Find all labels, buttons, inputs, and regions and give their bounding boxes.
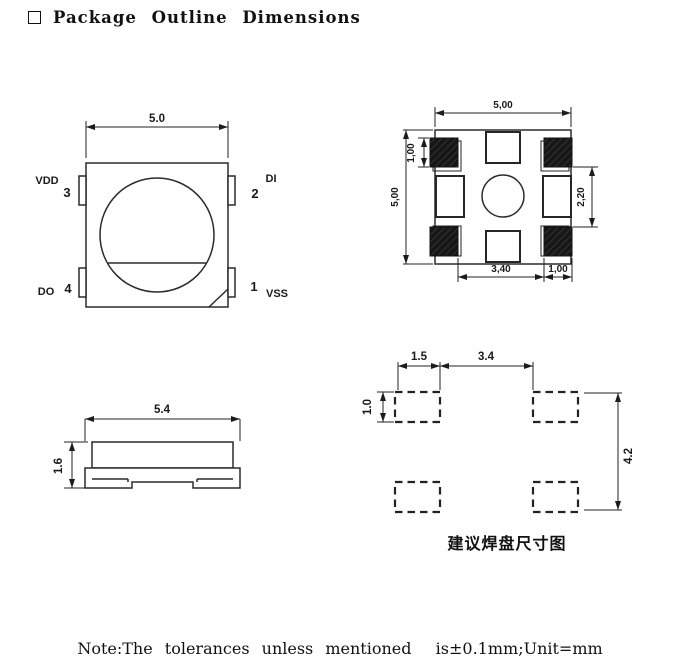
solder-pad-tr	[531, 390, 580, 424]
front-view: 5.0 VDD 3 DI 2 DO 4 1 VSS	[35, 113, 288, 308]
section-title-text: Package Outline Dimensions	[53, 8, 361, 27]
lens-profile	[91, 441, 234, 469]
pad-layout-view: 1.5 3.4 1.0 4.2 建议焊盘尺寸图	[362, 351, 635, 553]
corner-pad-tl	[429, 137, 459, 168]
left-lead-detail	[92, 478, 129, 482]
layout-pad-width-label: 1.5	[411, 351, 428, 363]
solder-pad-bl	[393, 480, 442, 514]
inner-span-label: 2,20	[576, 187, 587, 207]
inner-span-dimension: 2,20	[573, 166, 598, 228]
corner-pad-br	[543, 226, 573, 257]
bottom-center-pad	[485, 230, 521, 263]
checkbox-square-icon	[28, 11, 41, 24]
pin2-number: 2	[251, 186, 258, 201]
pin1-lead	[227, 267, 236, 298]
section-title: Package Outline Dimensions	[28, 8, 361, 27]
extension-lines	[84, 419, 241, 441]
right-lead-detail	[196, 478, 233, 482]
layout-pad-height-dimension: 1.0	[362, 391, 394, 423]
pin1-number: 1	[250, 279, 257, 294]
center-thermal-circle	[481, 174, 525, 218]
corner-chamfer-mark	[208, 288, 229, 308]
side-height-label: 1.6	[53, 458, 65, 474]
corner-pad-tr	[543, 137, 573, 168]
pin4-lead	[78, 267, 87, 298]
solder-pad-tl	[393, 390, 442, 424]
left-center-pad	[435, 175, 465, 218]
pin4-number: 4	[64, 281, 72, 296]
layout-total-height-label: 4.2	[623, 448, 635, 464]
layout-pad-height-label: 1.0	[362, 399, 374, 415]
solder-pad-br	[531, 480, 580, 514]
tolerance-note: Note:The tolerances unless mentioned is±…	[77, 639, 603, 658]
side-view: 5.4 1.6	[53, 404, 241, 489]
pad-view-width-label: 5,00	[493, 100, 513, 111]
right-center-pad	[542, 175, 572, 218]
pad-height-label: 1,00	[406, 143, 417, 163]
pin4-name: DO	[38, 286, 55, 298]
side-width-label: 5.4	[154, 404, 171, 416]
pin1-name: VSS	[266, 288, 288, 300]
pad-gap-label: 3,40	[491, 264, 511, 275]
front-width-label: 5.0	[149, 113, 165, 125]
base-profile	[84, 467, 241, 489]
layout-top-dimensions: 1.5 3.4	[397, 351, 534, 390]
layout-gap-label: 3.4	[478, 351, 495, 363]
pin3-number: 3	[63, 185, 70, 200]
pin2-name: DI	[266, 173, 277, 185]
extension-lines	[377, 391, 394, 423]
corner-pad-bl	[429, 226, 459, 257]
front-width-dimension: 5.0	[85, 113, 229, 158]
pin3-lead	[78, 175, 87, 206]
bottom-pad-view: 5,00 5,00 1,00	[390, 100, 598, 282]
pad-layout-caption: 建议焊盘尺寸图	[447, 534, 566, 553]
pad-view-height-dimension: 5,00	[390, 129, 433, 265]
extension-lines	[64, 441, 88, 489]
pin3-name: VDD	[35, 175, 58, 187]
layout-total-height-dimension: 4.2	[584, 392, 635, 511]
side-width-dimension: 5.4	[84, 404, 241, 441]
pad-gap-dimension: 3,40 1,00	[457, 258, 573, 282]
pad-view-width-dimension: 5,00	[434, 100, 572, 127]
top-center-pad	[485, 131, 521, 164]
lens-circle	[99, 177, 215, 293]
pad-height-dimension: 1,00	[406, 137, 429, 168]
pin2-lead	[227, 175, 236, 206]
pad-width-label: 1,00	[548, 264, 568, 275]
extension-lines	[584, 392, 622, 511]
package-body	[85, 162, 229, 308]
side-height-dimension: 1.6	[53, 441, 88, 489]
pad-view-height-label: 5,00	[390, 187, 401, 207]
